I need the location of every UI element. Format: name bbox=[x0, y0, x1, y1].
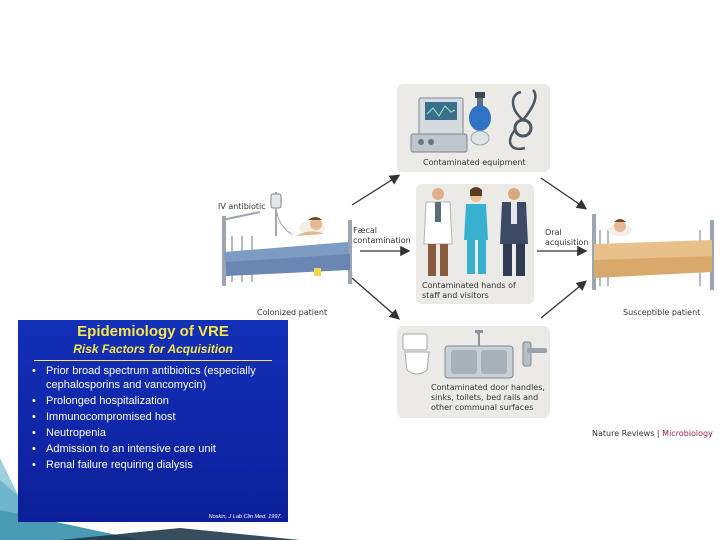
iv-antibiotic-label: IV antibiotic bbox=[218, 202, 266, 212]
oral-line-2: acquisition bbox=[545, 238, 588, 248]
susceptible-patient-bed-image bbox=[590, 200, 718, 304]
surfaces-line-1: Contaminated door handles, bbox=[431, 383, 545, 393]
nature-reviews-credit: Nature Reviews | Microbiology bbox=[592, 429, 713, 438]
faecal-contamination-label: Fæcal contamination bbox=[353, 226, 411, 246]
equipment-label: Contaminated equipment bbox=[423, 158, 526, 168]
hands-line-2: staff and visitors bbox=[422, 291, 516, 301]
hands-line-1: Contaminated hands of bbox=[422, 281, 516, 291]
colonized-patient-label: Colonized patient bbox=[257, 308, 327, 318]
risk-factor-item: Neutropenia bbox=[32, 426, 282, 440]
surfaces-line-2: sinks, toilets, bed rails and bbox=[431, 393, 545, 403]
credit-section: Microbiology bbox=[662, 429, 713, 438]
communal-surfaces-image bbox=[399, 328, 549, 382]
surfaces-label: Contaminated door handles, sinks, toilet… bbox=[431, 383, 545, 413]
slide-subtitle: Risk Factors for Acquisition bbox=[18, 342, 288, 356]
risk-factor-item: Immunocompromised host bbox=[32, 410, 282, 424]
slide-title: Epidemiology of VRE bbox=[18, 323, 288, 340]
risk-factor-item: Prior broad spectrum antibiotics (especi… bbox=[32, 364, 282, 392]
faecal-line-1: Fæcal bbox=[353, 226, 411, 236]
surfaces-line-3: other communal surfaces bbox=[431, 403, 545, 413]
oral-acquisition-label: Oral acquisition bbox=[545, 228, 588, 248]
credit-separator: | bbox=[654, 429, 662, 438]
medical-equipment-image bbox=[401, 86, 547, 158]
surfaces-panel: Contaminated door handles, sinks, toilet… bbox=[397, 326, 550, 418]
risk-factor-item: Renal failure requiring dialysis bbox=[32, 458, 282, 472]
oral-line-1: Oral bbox=[545, 228, 588, 238]
hands-panel: Contaminated hands of staff and visitors bbox=[416, 184, 534, 304]
risk-factor-list: Prior broad spectrum antibiotics (especi… bbox=[32, 364, 282, 474]
hands-label: Contaminated hands of staff and visitors bbox=[422, 281, 516, 301]
faecal-line-2: contamination bbox=[353, 236, 411, 246]
vre-epidemiology-slide: Epidemiology of VRE Risk Factors for Acq… bbox=[18, 320, 288, 522]
equipment-panel: Contaminated equipment bbox=[397, 84, 550, 172]
risk-factor-item: Admission to an intensive care unit bbox=[32, 442, 282, 456]
title-divider bbox=[34, 360, 272, 361]
staff-and-visitors-image bbox=[418, 184, 532, 280]
slide-citation: Noskin, J Lab Clin Med. 1997. bbox=[209, 514, 282, 520]
credit-journal: Nature Reviews bbox=[592, 429, 654, 438]
susceptible-patient-label: Susceptible patient bbox=[623, 308, 700, 318]
risk-factor-item: Prolonged hospitalization bbox=[32, 394, 282, 408]
